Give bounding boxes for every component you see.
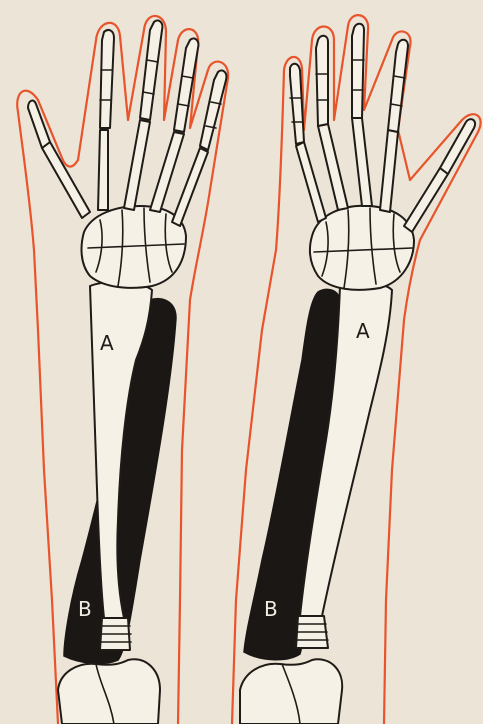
right-label-b: B <box>264 597 278 621</box>
right-elbow-bone <box>240 659 342 724</box>
left-thumb-metacarpal <box>42 142 90 218</box>
left-index-phalanges <box>100 30 114 128</box>
right-middle-metacarpal <box>352 118 372 206</box>
right-little-metacarpal <box>296 142 326 222</box>
left-index-metacarpal <box>98 130 108 210</box>
left-middle-metacarpal <box>124 120 150 210</box>
left-arm: A B <box>17 16 228 724</box>
right-label-a: A <box>356 319 370 343</box>
left-label-b: B <box>78 597 92 621</box>
left-elbow-bone <box>58 659 160 724</box>
right-ring-phalanges <box>316 36 328 126</box>
right-middle-phalanges <box>352 24 364 118</box>
right-index-metacarpal <box>380 130 398 212</box>
left-label-a: A <box>100 331 114 355</box>
left-thumb-phalanx <box>28 101 50 148</box>
left-little-metacarpal <box>172 148 208 226</box>
right-ring-metacarpal <box>318 124 348 210</box>
right-arm: A B <box>232 15 481 724</box>
left-ring-metacarpal <box>150 132 184 212</box>
